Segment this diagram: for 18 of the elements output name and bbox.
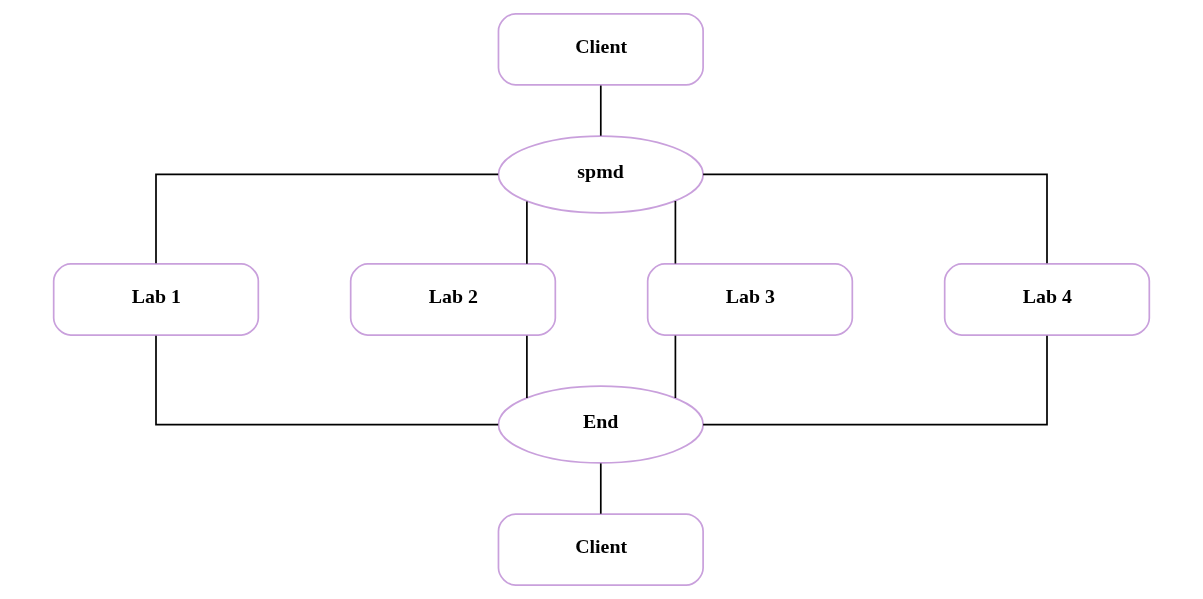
connector <box>526 334 528 399</box>
connector <box>599 84 602 137</box>
node-box: Lab 1 <box>52 263 260 336</box>
connector <box>702 334 1048 426</box>
connector <box>155 334 500 426</box>
node-box: Lab 2 <box>349 263 557 336</box>
node-box: Lab 4 <box>943 263 1151 336</box>
connector <box>674 200 677 265</box>
node-ellipse: spmd <box>497 135 704 214</box>
connector <box>155 173 500 265</box>
connector <box>526 200 528 265</box>
node-ellipse: End <box>497 385 704 464</box>
node-box: Client <box>497 13 704 86</box>
connector <box>599 462 602 515</box>
connector <box>702 173 1048 265</box>
connector <box>674 334 677 399</box>
node-box: Client <box>497 513 704 586</box>
node-box: Lab 3 <box>646 263 854 336</box>
